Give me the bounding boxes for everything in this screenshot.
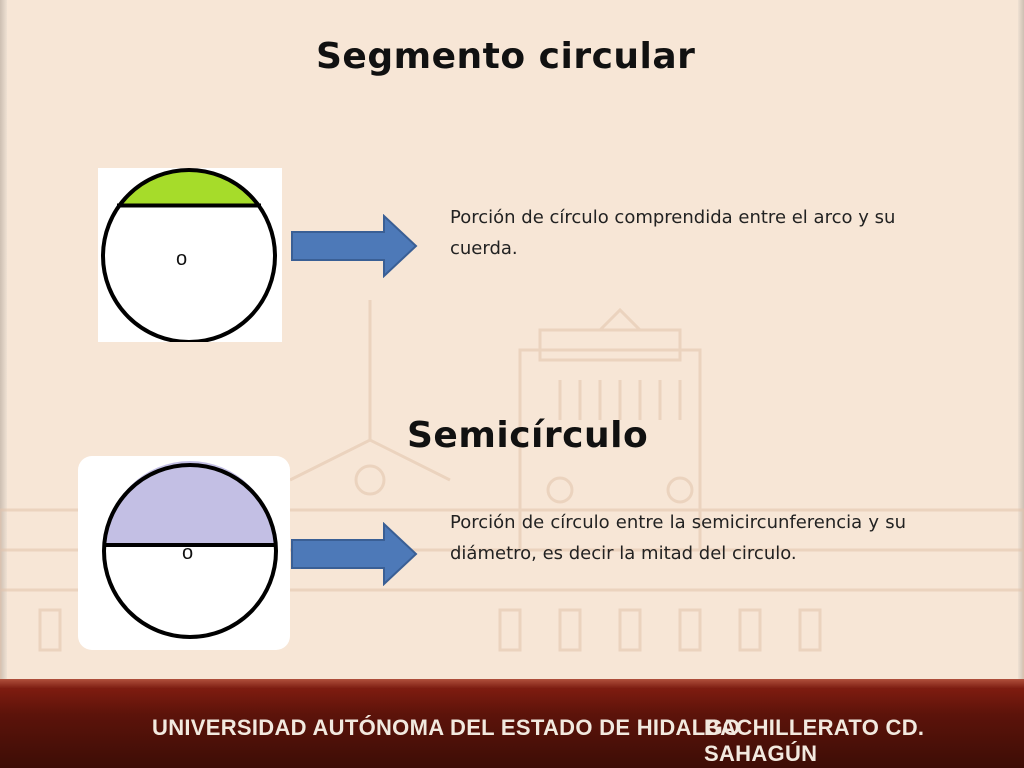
- segment-description: Porción de círculo comprendida entre el …: [450, 207, 896, 259]
- circle-outline: [102, 463, 278, 639]
- center-label: o: [182, 542, 194, 564]
- footer-banner: UNIVERSIDAD AUTÓNOMA DEL ESTADO DE HIDAL…: [0, 679, 1024, 768]
- semicircle-description: Porción de círculo entre la semicircunfe…: [450, 512, 906, 564]
- footer-highlight: [0, 679, 1024, 689]
- slide-left-edge: [0, 0, 7, 768]
- right-arrow-icon: [291, 522, 418, 586]
- right-arrow-icon: [291, 214, 418, 278]
- title-segmento-circular: Segmento circular: [316, 36, 696, 77]
- footer-school-name: BACHILLERATO CD. SAHAGÚN: [704, 715, 925, 766]
- segment-diagram-box: o: [98, 168, 282, 342]
- slide-right-edge: [1018, 0, 1024, 768]
- semicircle-diagram-box: o: [78, 456, 290, 650]
- footer-university-name: UNIVERSIDAD AUTÓNOMA DEL ESTADO DE HIDAL…: [152, 715, 741, 740]
- semicircle-fill: [106, 461, 274, 545]
- title-semicirculo: Semicírculo: [407, 415, 649, 456]
- semicircle-diagram: [102, 461, 278, 639]
- circle-outline: [101, 168, 277, 342]
- segment-diagram: [101, 168, 277, 342]
- center-label: o: [176, 248, 188, 270]
